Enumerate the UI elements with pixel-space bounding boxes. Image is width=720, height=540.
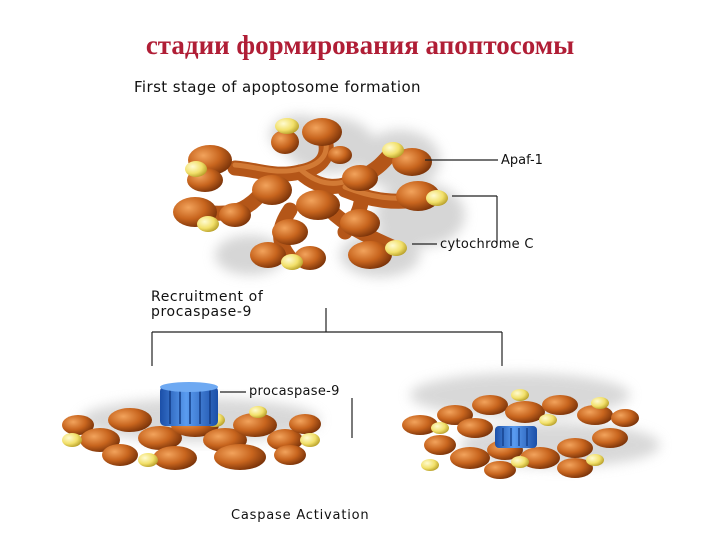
stage1-leader-lines <box>412 159 498 245</box>
cytochrome-c-molecules <box>185 118 448 270</box>
caspase-activation-label: Caspase Activation <box>231 508 370 523</box>
recruitment-label: Recruitment of procaspase-9 <box>151 289 264 320</box>
procaspase-9-left <box>160 382 218 426</box>
left-apoptosome <box>62 406 321 470</box>
procaspase-9-label: procaspase-9 <box>249 384 340 399</box>
recruitment-bracket <box>151 308 503 366</box>
slide-title: стадии формирования апоптосомы <box>145 30 575 60</box>
apaf-1-label: Apaf-1 <box>501 153 543 168</box>
stage-title: First stage of apoptosome formation <box>134 78 421 96</box>
procaspase-9-right <box>495 426 537 448</box>
apaf-1-complex <box>173 118 448 270</box>
procaspase-leader <box>220 391 353 438</box>
cytochrome-c-label: cytochrome C <box>440 237 534 252</box>
right-apoptosome <box>402 389 639 479</box>
